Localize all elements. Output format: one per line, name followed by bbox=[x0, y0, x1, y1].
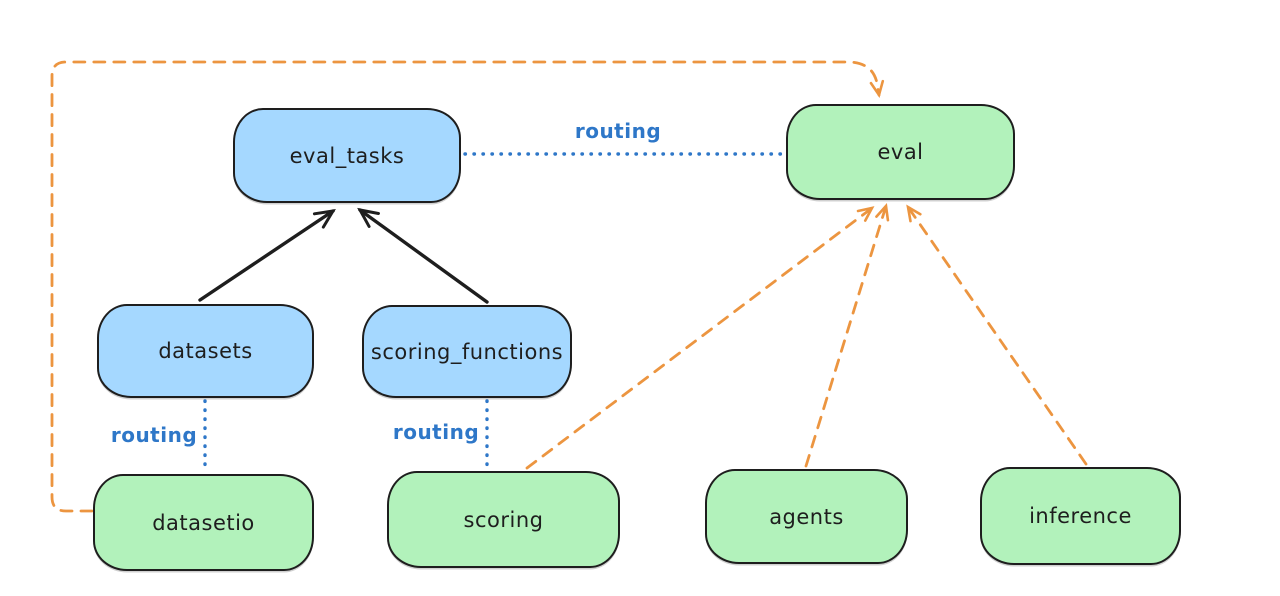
node-datasets: datasets bbox=[97, 304, 314, 398]
node-datasetio: datasetio bbox=[93, 474, 314, 571]
node-eval-label: eval bbox=[877, 140, 924, 164]
node-scoring-functions: scoring_functions bbox=[362, 305, 572, 398]
node-datasetio-label: datasetio bbox=[152, 510, 255, 535]
node-eval-tasks-label: eval_tasks bbox=[289, 143, 405, 168]
routing-label-datasets-datasetio: routing bbox=[110, 423, 198, 447]
node-eval-tasks: eval_tasks bbox=[233, 108, 461, 203]
routing-label-eval-tasks-eval: routing bbox=[574, 119, 662, 143]
node-eval: eval bbox=[786, 104, 1015, 200]
node-inference: inference bbox=[980, 467, 1181, 565]
edge-datasets-to-eval-tasks bbox=[198, 209, 336, 302]
edge-scoring-functions-to-eval-tasks bbox=[357, 207, 489, 304]
edge-inference-to-eval bbox=[906, 204, 1088, 466]
node-scoring-label: scoring bbox=[463, 507, 544, 532]
edge-datasetio-to-eval bbox=[50, 60, 885, 513]
node-agents: agents bbox=[705, 469, 908, 564]
node-inference-label: inference bbox=[1029, 504, 1132, 528]
node-scoring-functions-label: scoring_functions bbox=[370, 339, 564, 364]
routing-label-scoring-functions-scoring: routing bbox=[392, 420, 480, 444]
edge-scoring-to-eval bbox=[525, 206, 875, 470]
node-datasets-label: datasets bbox=[158, 339, 253, 363]
edge-agents-to-eval bbox=[804, 203, 890, 468]
node-scoring: scoring bbox=[387, 471, 620, 568]
node-agents-label: agents bbox=[769, 504, 844, 529]
